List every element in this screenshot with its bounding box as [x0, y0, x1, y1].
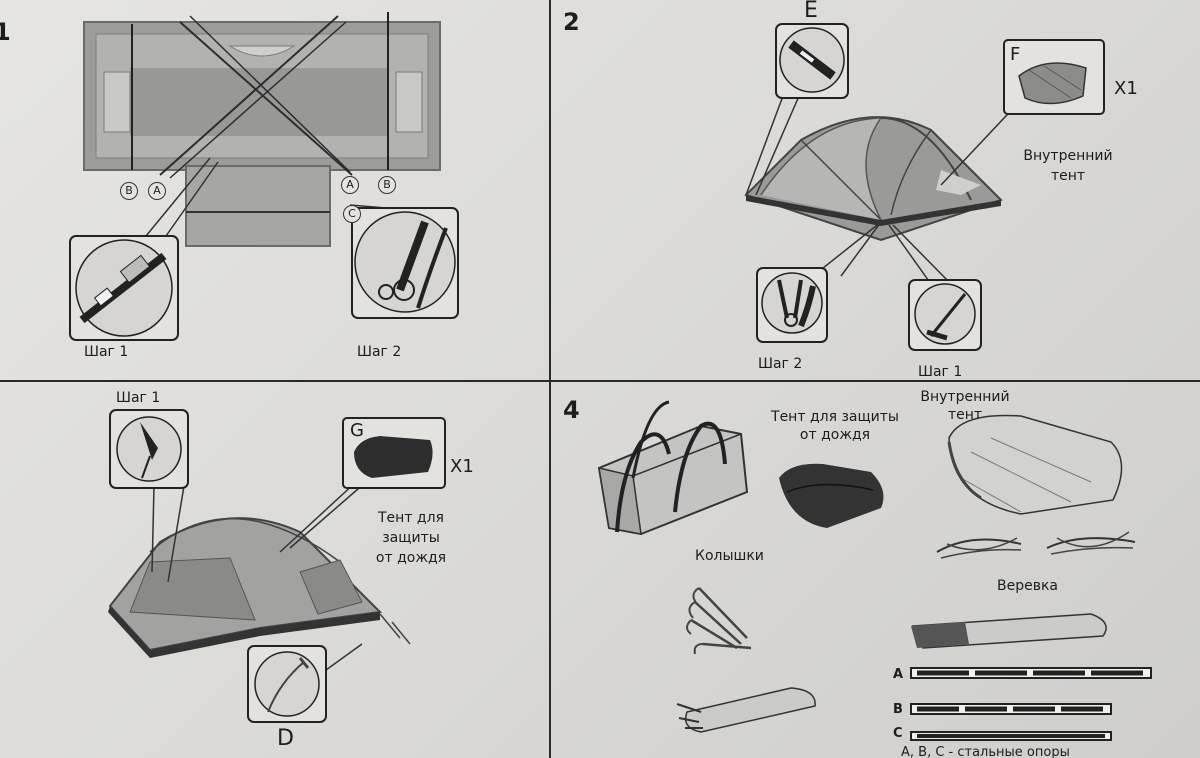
vertical-divider: [549, 0, 551, 758]
rainfly-caption-panel-4: Тент для защиты от дождя: [771, 409, 899, 443]
panel-2-step1-label: Шаг 1: [918, 364, 963, 380]
panel-1-drawing: [69, 12, 459, 341]
label-d: D: [277, 726, 294, 751]
panel-1-step2-label: Шаг 2: [357, 344, 402, 360]
pole-letter-b: B: [893, 702, 903, 717]
label-g: G: [350, 420, 364, 441]
panel-3-drawing: [108, 409, 446, 723]
label-f: F: [1010, 44, 1021, 65]
marker-c: C: [343, 205, 361, 223]
panel-2-drawing: [744, 23, 1105, 351]
marker-a-left: A: [148, 182, 166, 200]
panel-4: 4 Тент для защиты от дождя Внутренний те…: [551, 382, 1200, 758]
marker-b-left: B: [120, 182, 138, 200]
rope-label: Веревка: [997, 578, 1059, 594]
panel-1-step1-label: Шаг 1: [84, 344, 129, 360]
label-e: E: [804, 0, 818, 23]
panel-2: 2 E F X1 Внутренний тент Шаг 2 Шаг 1: [551, 0, 1200, 380]
pole-letter-a: A: [893, 667, 904, 682]
pole-letter-c: C: [893, 726, 903, 741]
panel-2-number: 2: [563, 8, 580, 36]
panel-3: Шаг 1 G X1 Тент для защиты от дождя D: [0, 382, 549, 758]
panel-1-number: 1: [0, 18, 11, 46]
inner-tent-caption: Внутренний тент: [1023, 148, 1113, 184]
poles-caption: A, B, C - стальные опоры: [901, 745, 1070, 758]
stakes-label: Колышки: [695, 548, 764, 564]
panel-4-drawing: [597, 400, 1152, 741]
panel-1: B A A B C 1 Шаг 1 Шаг 2: [0, 0, 549, 380]
panel-2-step2-label: Шаг 2: [758, 356, 803, 372]
horizontal-divider: [0, 380, 1200, 382]
quantity-f: X1: [1114, 78, 1138, 99]
marker-a-right: A: [341, 176, 359, 194]
quantity-g: X1: [450, 456, 474, 477]
panel-4-number: 4: [563, 396, 580, 424]
inner-tent-caption-panel-4: Внутренний тент: [920, 389, 1010, 423]
panel-3-step1-label: Шаг 1: [116, 390, 161, 406]
marker-b-right: B: [378, 176, 396, 194]
rainfly-caption-panel-3: Тент для защиты от дождя: [375, 510, 447, 566]
